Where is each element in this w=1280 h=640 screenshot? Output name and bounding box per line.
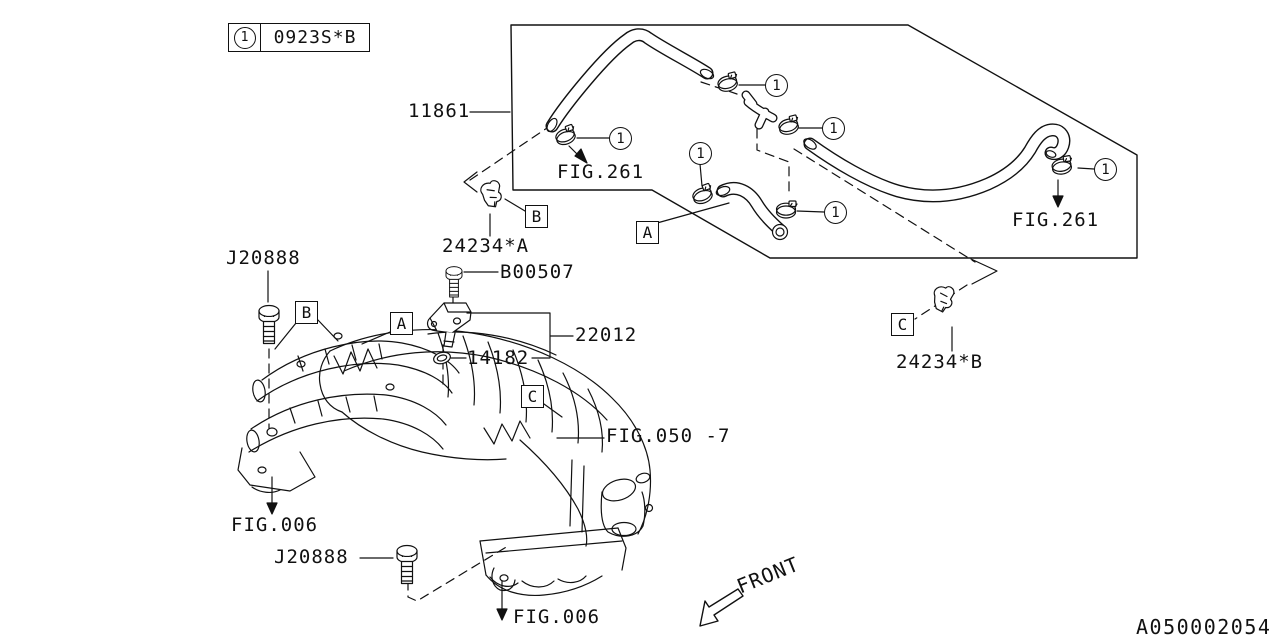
label-fig006-left: FIG.006: [231, 514, 319, 536]
attach-chevron-right: [970, 258, 998, 285]
label-14182: 14182: [467, 347, 530, 369]
hose-clamp-5: [775, 200, 798, 219]
bracket-24234-b: [930, 283, 956, 315]
callout-1-tee-right: 1: [822, 117, 845, 140]
bolt-b00507: [445, 266, 463, 298]
drawing-number: A050002054: [1136, 615, 1272, 639]
callout-1-hose-left: 1: [609, 127, 632, 150]
marker-b-manifold: B: [295, 301, 318, 324]
hose-clamp-3: [776, 113, 802, 137]
marker-a-hose: A: [636, 221, 659, 244]
callout-1-tee-top: 1: [765, 74, 788, 97]
label-24234-b: 24234*B: [896, 351, 984, 373]
legend-callout-cell: 1: [229, 24, 261, 51]
marker-c-clamp: C: [891, 313, 914, 336]
attach-chevron-left: [463, 171, 478, 193]
label-11861: 11861: [408, 100, 471, 122]
hose-middle-short: [715, 181, 789, 241]
label-fig261-left: FIG.261: [557, 161, 645, 183]
hose-right-long: [803, 123, 1071, 203]
bolt-j20888-bottom: [396, 544, 418, 585]
callout-1-hose-right: 1: [1094, 158, 1117, 181]
legend-box: 1 0923S*B: [228, 23, 370, 52]
tee-fitting: [741, 90, 778, 130]
dashed-leader-lines: [268, 81, 976, 602]
marker-b-hose: B: [525, 205, 548, 228]
label-22012: 22012: [575, 324, 638, 346]
hose-left: [545, 28, 715, 133]
callout-1-short-left: 1: [689, 142, 712, 165]
intake-manifold: [237, 328, 654, 597]
hose-inset-box: [510, 24, 1138, 259]
label-fig006-bottom: FIG.006: [513, 606, 601, 628]
label-24234-a: 24234*A: [442, 235, 530, 257]
hose-clamp-4: [689, 182, 716, 207]
label-fig050: FIG.050 -7: [606, 425, 731, 447]
legend-part-code: 0923S*B: [273, 27, 357, 48]
callout-1-short-right: 1: [824, 201, 847, 224]
label-j20888-bottom: J20888: [274, 546, 349, 568]
bolt-j20888-top: [258, 304, 280, 345]
hose-clamp-2: [715, 70, 741, 94]
label-b00507: B00507: [500, 261, 575, 283]
o-ring-14182: [433, 351, 451, 365]
legend-callout-circle: 1: [233, 26, 256, 49]
marker-a-manifold: A: [390, 312, 413, 335]
leader-lines: [267, 84, 1095, 559]
front-arrow: [699, 588, 744, 627]
fig-ref-arrows: [266, 145, 1064, 621]
label-j20888-top: J20888: [226, 247, 301, 269]
bracket-24234-a: [479, 179, 504, 210]
label-fig261-right: FIG.261: [1012, 209, 1100, 231]
marker-c-manifold: C: [521, 385, 544, 408]
sensor-22012: [426, 302, 472, 348]
